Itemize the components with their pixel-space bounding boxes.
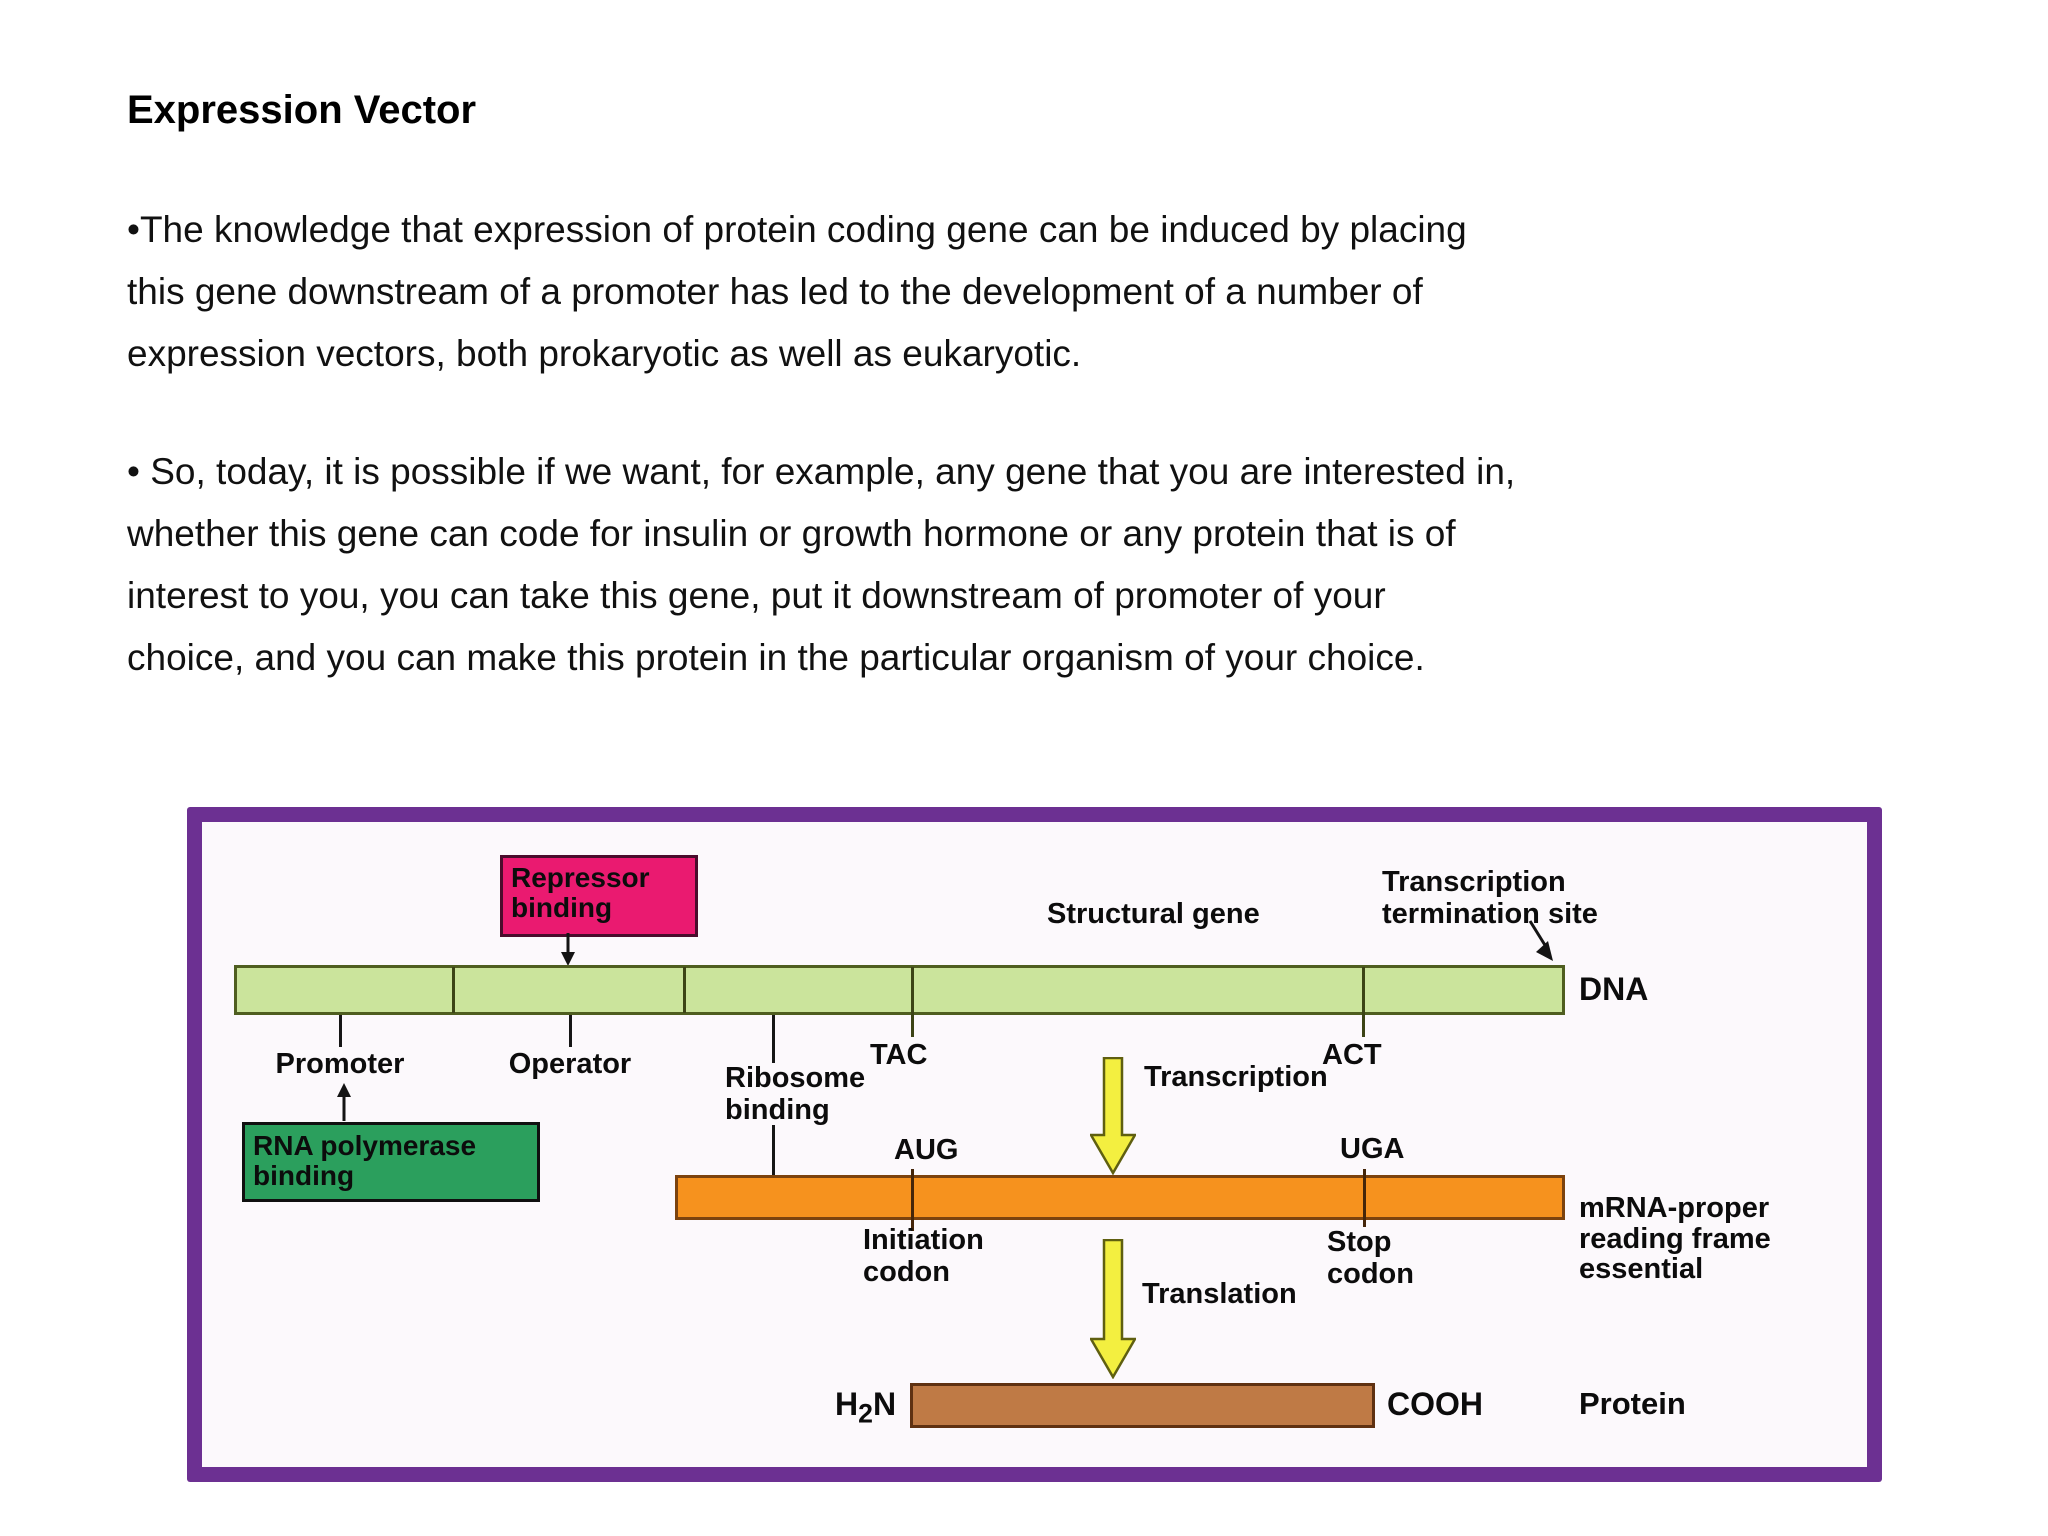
- uga-label: UGA: [1340, 1133, 1405, 1165]
- promoter-tick: [339, 1015, 342, 1047]
- rna-polymerase-label: RNA polymerase binding: [253, 1130, 477, 1192]
- termination-site-label: Transcription termination site: [1382, 866, 1598, 930]
- ribosome-line-lower: [772, 1125, 775, 1175]
- dna-label: DNA: [1579, 971, 1649, 1007]
- transcription-arrow-icon: [1090, 1057, 1136, 1175]
- dna-bar: [234, 965, 1565, 1015]
- mrna-divider-aug: [911, 1169, 914, 1231]
- repressor-binding-label: Repressor binding: [511, 862, 650, 924]
- dna-divider-3: [911, 967, 914, 1037]
- carboxyl-terminus-label: COOH: [1387, 1386, 1483, 1422]
- bullet-1-line-1: •The knowledge that expression of protei…: [127, 209, 1467, 250]
- termination-arrow-icon: [1528, 920, 1553, 961]
- bullet-paragraph-1: •The knowledge that expression of protei…: [127, 199, 1867, 385]
- expression-vector-diagram: Repressor binding Structural gene Transc…: [187, 807, 1882, 1482]
- bullet-1-line-3: expression vectors, both prokaryotic as …: [127, 333, 1082, 374]
- initiation-codon-label: Initiation codon: [863, 1224, 984, 1288]
- protein-bar: [910, 1383, 1375, 1428]
- translation-label: Translation: [1142, 1278, 1297, 1310]
- page-title: Expression Vector: [127, 88, 477, 132]
- amino-terminus-label: H2N: [835, 1386, 897, 1429]
- rna-polymerase-box: RNA polymerase binding: [242, 1122, 540, 1202]
- translation-arrow-icon: [1090, 1239, 1136, 1379]
- aug-label: AUG: [894, 1134, 959, 1166]
- bullet-2-line-2: whether this gene can code for insulin o…: [127, 513, 1456, 554]
- bullet-2-line-4: choice, and you can make this protein in…: [127, 637, 1425, 678]
- operator-label: Operator: [508, 1048, 632, 1080]
- slide-content: Expression Vector •The knowledge that ex…: [127, 88, 1867, 689]
- mrna-divider-uga: [1363, 1169, 1366, 1227]
- dna-divider-2: [683, 967, 686, 1013]
- dna-divider-4: [1362, 967, 1365, 1037]
- ribosome-line-upper: [772, 1015, 775, 1063]
- protein-label: Protein: [1579, 1386, 1686, 1421]
- transcription-label: Transcription: [1144, 1061, 1328, 1093]
- mrna-bar: [675, 1175, 1565, 1220]
- promoter-label: Promoter: [275, 1048, 405, 1080]
- operator-tick: [569, 1015, 572, 1047]
- structural-gene-label: Structural gene: [1047, 898, 1260, 930]
- tac-label: TAC: [870, 1039, 928, 1071]
- bullet-2-line-1: • So, today, it is possible if we want, …: [127, 451, 1516, 492]
- repressor-arrow-icon: [561, 933, 575, 966]
- stop-codon-label: Stop codon: [1327, 1226, 1414, 1290]
- ribosome-binding-label: Ribosome binding: [725, 1062, 866, 1126]
- dna-divider-1: [452, 967, 455, 1013]
- mrna-note-label: mRNA-proper reading frame essential: [1579, 1192, 1771, 1286]
- bullet-2-line-3: interest to you, you can take this gene,…: [127, 575, 1386, 616]
- bullet-paragraph-2: • So, today, it is possible if we want, …: [127, 441, 1867, 689]
- act-label: ACT: [1322, 1039, 1382, 1071]
- repressor-binding-box: Repressor binding: [500, 855, 698, 937]
- polymerase-arrow-icon: [337, 1083, 351, 1121]
- bullet-1-line-2: this gene downstream of a promoter has l…: [127, 271, 1423, 312]
